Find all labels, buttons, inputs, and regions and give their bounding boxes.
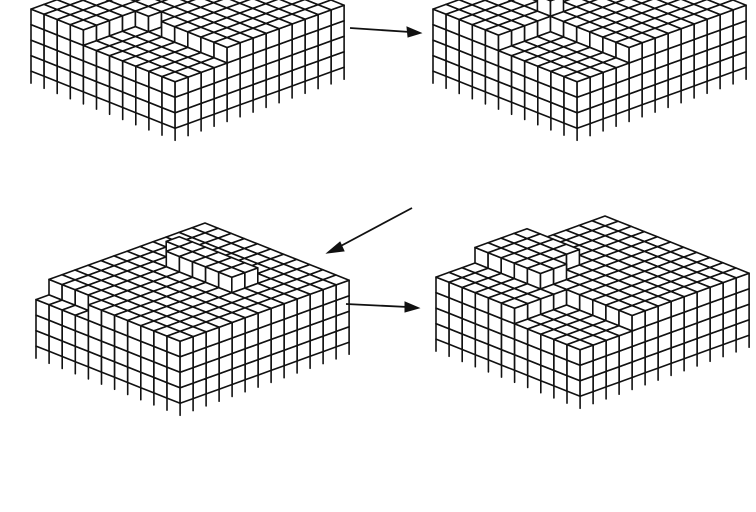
crystal-growth-diagram (0, 0, 756, 512)
